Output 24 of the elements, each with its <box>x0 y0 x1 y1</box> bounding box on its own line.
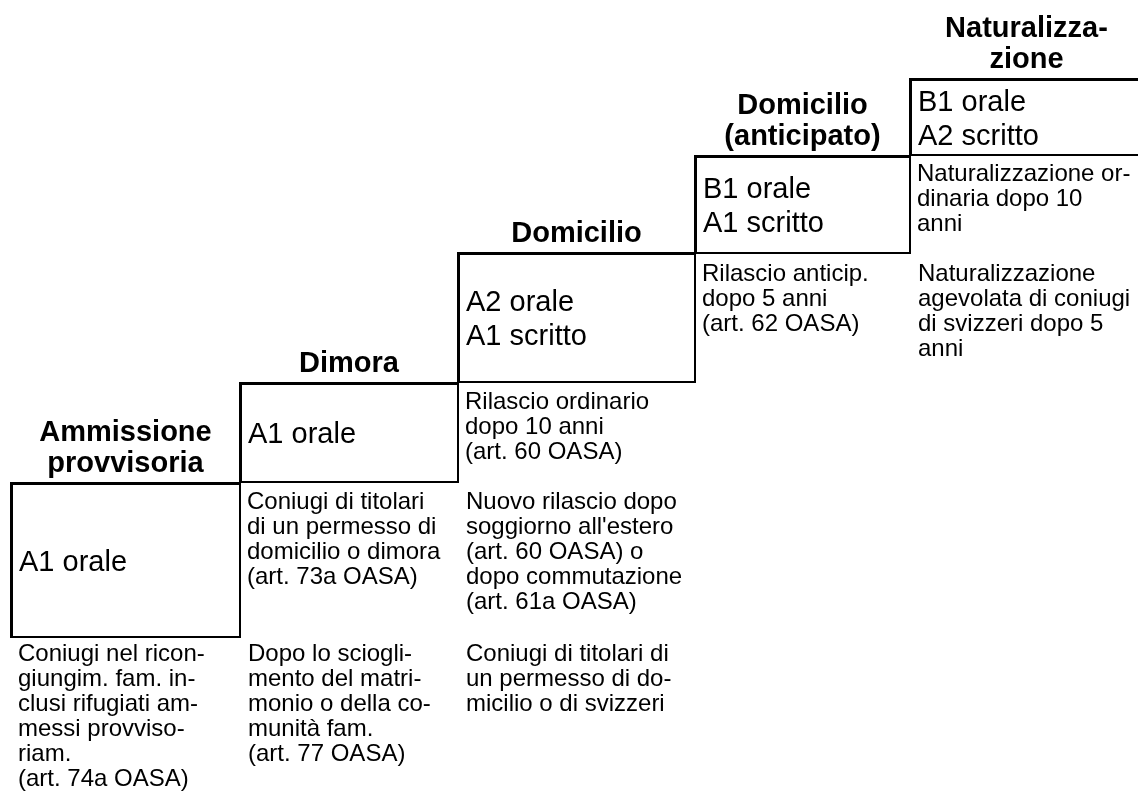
step-heading: Domicilio (anticipato) <box>723 89 882 153</box>
note-text: (art. 62 OASA) <box>702 310 861 335</box>
note-text: Coniugi di titolari di un permesso di domicilio o dimora <box>247 488 442 563</box>
note-text: Rilascio anticip. dopo 5 anni <box>702 260 870 310</box>
note-text: (art. 73a OASA) <box>247 563 419 588</box>
level-text: A1 orale <box>248 416 357 450</box>
note-text: (art. 77 OASA) <box>248 740 407 765</box>
note-text: Naturalizzazione agevolata di coniugi di svizzeri dopo 5 anni <box>918 260 1132 360</box>
level-text: A2 orale A1 scritto <box>466 284 588 352</box>
level-text: B1 orale A1 scritto <box>703 171 825 239</box>
note-text: (art. 74a OASA) <box>18 765 190 790</box>
step-heading: Domicilio <box>511 217 642 250</box>
note-text: Dopo lo sciogli- mento del matri- monio o della co- munità fam. <box>248 640 432 740</box>
note-text: Coniugi nel ricon- giungim. fam. in- clusi rifugiati am- messi provviso- riam. <box>18 640 206 765</box>
note-text: Naturalizzazione or- dinaria dopo 10 anni <box>917 160 1132 235</box>
step-heading: Ammissione provvisoria <box>38 416 213 480</box>
note-text: Rilascio ordinario dopo 10 anni <box>465 388 651 438</box>
step-heading: Naturalizza- zione <box>944 12 1109 76</box>
level-text: B1 orale A2 scritto <box>918 83 1040 152</box>
note-text: Nuovo rilascio dopo soggiorno all'estero (art. 60 OASA) o dopo commutazione (art. 61a OASA) <box>466 488 684 613</box>
level-text: A1 orale <box>19 543 128 578</box>
note-text: Coniugi di titolari di un permesso di do- micilio o di svizzeri <box>466 640 673 715</box>
note-text: (art. 60 OASA) <box>465 438 624 463</box>
step-heading: Dimora <box>299 347 399 380</box>
